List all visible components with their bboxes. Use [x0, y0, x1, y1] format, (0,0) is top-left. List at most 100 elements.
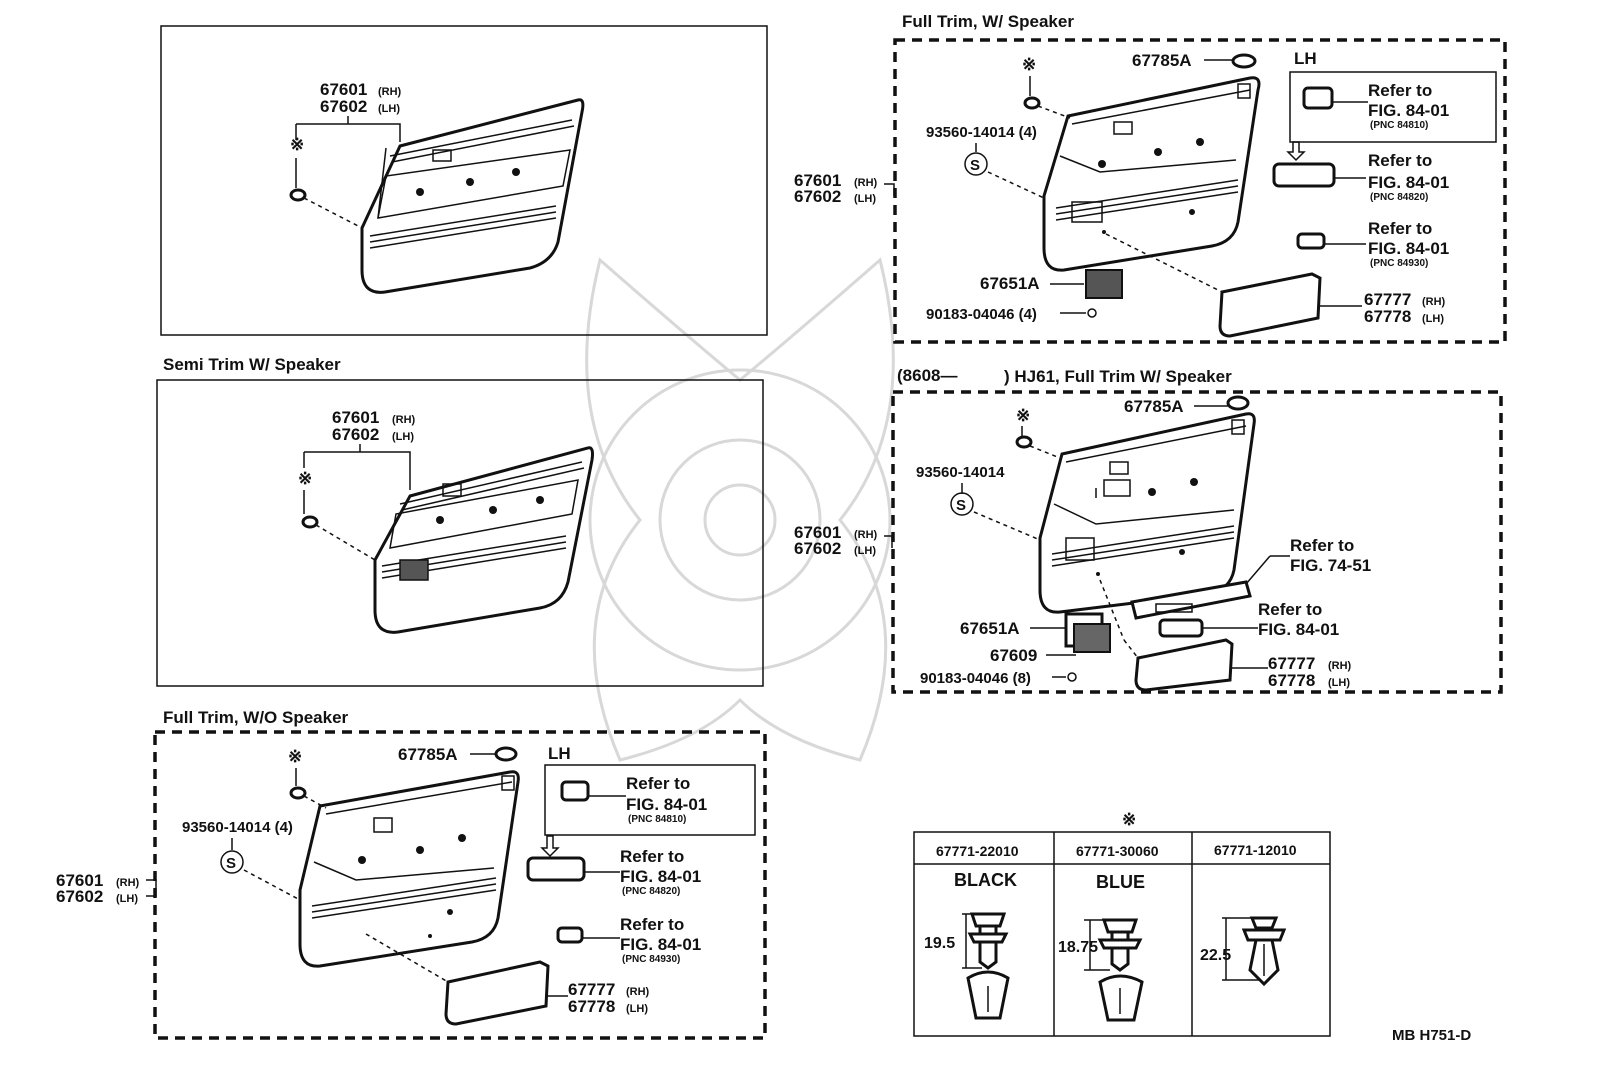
svg-text:Refer to: Refer to [1258, 600, 1322, 619]
cap-icon [1226, 395, 1250, 411]
armrest-panel [389, 479, 579, 549]
label-67601: 67601 [56, 871, 103, 890]
dim-2: 22.5 [1200, 947, 1231, 964]
section-title: Semi Trim W/ Speaker [163, 355, 341, 374]
speaker-grille [1085, 269, 1123, 299]
svg-text:S: S [956, 497, 966, 514]
speaker-grille [1073, 623, 1111, 653]
svg-text:Refer to: Refer to [1368, 151, 1432, 170]
label-67601: 67601 [794, 523, 841, 542]
section-frame [156, 379, 764, 687]
col-part-2: 67771-12010 [1214, 842, 1297, 858]
svg-text:S: S [970, 157, 980, 174]
section-semi-trim: Semi Trim W/ Speaker ※ 67601 (RH) 67602 … [156, 355, 764, 687]
svg-text:FIG. 84-01: FIG. 84-01 [620, 935, 701, 954]
lh-label: LH [1294, 49, 1317, 68]
label-67602: 67602 [794, 187, 841, 206]
section-title-b: ) HJ61, Full Trim W/ Speaker [1004, 367, 1232, 386]
cap-icon [1231, 53, 1257, 69]
section-title-a: (8608— [897, 366, 957, 385]
door-panel [298, 770, 520, 968]
table-mark: ※ [1122, 810, 1136, 829]
door-panel [360, 98, 585, 294]
label-67651a: 67651A [960, 619, 1020, 638]
clip-mark: ※ [288, 747, 302, 766]
label-67651a: 67651A [980, 274, 1040, 293]
section-standard: ※ 67601 (RH) 67602 (LH) [160, 25, 768, 336]
svg-text:Refer to: Refer to [626, 774, 690, 793]
svg-text:(RH): (RH) [854, 177, 878, 189]
svg-text:(LH): (LH) [1328, 677, 1350, 689]
label-67777: 67777 [568, 980, 615, 999]
lh-label: LH [548, 744, 571, 763]
clip-icon [1015, 435, 1033, 449]
svg-text:(RH): (RH) [392, 414, 416, 426]
label-90183-4: 90183-04046 (4) [926, 306, 1037, 323]
svg-text:Refer to: Refer to [1368, 219, 1432, 238]
section-frame [160, 25, 768, 336]
screw-s-icon [950, 492, 974, 516]
svg-text:FIG. 84-01: FIG. 84-01 [620, 867, 701, 886]
clip-icon [289, 188, 307, 202]
label-67777: 67777 [1268, 654, 1315, 673]
arrow-down-icon [540, 835, 560, 858]
svg-text:(PNC 84810): (PNC 84810) [1370, 120, 1428, 131]
clip-mark: ※ [298, 469, 312, 488]
svg-text:FIG. 84-01: FIG. 84-01 [1368, 239, 1449, 258]
armrest-panel [377, 149, 571, 219]
svg-text:(PNC 84930): (PNC 84930) [1370, 258, 1428, 269]
svg-text:FIG. 84-01: FIG. 84-01 [1368, 173, 1449, 192]
svg-text:FIG. 84-01: FIG. 84-01 [1258, 620, 1339, 639]
section-title: Full Trim, W/ Speaker [902, 12, 1074, 31]
label-67601: 67601 [320, 80, 367, 99]
svg-text:(PNC 84820): (PNC 84820) [622, 886, 680, 897]
svg-text:(LH): (LH) [1422, 313, 1444, 325]
label-67785a: 67785A [398, 745, 458, 764]
label-67785a: 67785A [1132, 51, 1192, 70]
clip-icon [289, 786, 307, 800]
clip-table: ※ 67771-22010 67771-30060 67771-12010 BL… [913, 810, 1331, 1037]
dim-0: 19.5 [924, 935, 955, 952]
lh-ref-box [1289, 71, 1497, 143]
door-panel [1042, 76, 1261, 272]
svg-text:(RH): (RH) [1422, 296, 1446, 308]
dim-1: 18.75 [1058, 939, 1098, 956]
label-67601: 67601 [794, 171, 841, 190]
svg-text:(PNC 84810): (PNC 84810) [628, 814, 686, 825]
lh-ref-box [544, 764, 756, 836]
screw-s-icon [964, 152, 988, 176]
screw-s-icon [220, 850, 244, 874]
col-part-1: 67771-30060 [1076, 843, 1159, 859]
label-67602: 67602 [794, 539, 841, 558]
label-93560: 93560-14014 [916, 464, 1005, 481]
svg-text:(LH): (LH) [116, 893, 138, 905]
svg-text:Refer to: Refer to [620, 915, 684, 934]
section-frame [891, 390, 1503, 694]
svg-text:(LH): (LH) [854, 545, 876, 557]
door-panel [373, 446, 594, 634]
svg-text:Refer to: Refer to [1368, 81, 1432, 100]
label-67777: 67777 [1364, 290, 1411, 309]
clip-icon [1023, 96, 1041, 110]
switch-base-icon [526, 856, 586, 882]
col-color-0: BLACK [954, 870, 1017, 890]
clip-mark: ※ [1022, 55, 1036, 74]
clip-drawing-black [962, 912, 1010, 1020]
svg-text:(RH): (RH) [854, 529, 878, 541]
table-frame [913, 831, 1331, 1037]
pocket-67777 [1134, 638, 1234, 692]
svg-text:(RH): (RH) [1328, 660, 1352, 672]
svg-text:(RH): (RH) [626, 986, 650, 998]
label-67785a: 67785A [1124, 397, 1184, 416]
svg-text:S: S [226, 855, 236, 872]
col-part-0: 67771-22010 [936, 843, 1019, 859]
label-67601: 67601 [332, 408, 379, 427]
speaker-grille [399, 559, 429, 581]
clip-mark: ※ [1016, 406, 1030, 425]
label-93560-4: 93560-14014 (4) [182, 819, 293, 836]
svg-text:Refer to: Refer to [1290, 536, 1354, 555]
label-67778: 67778 [1364, 307, 1411, 326]
switch-bezel-icon [556, 926, 584, 944]
label-90183-8: 90183-04046 (8) [920, 670, 1031, 687]
